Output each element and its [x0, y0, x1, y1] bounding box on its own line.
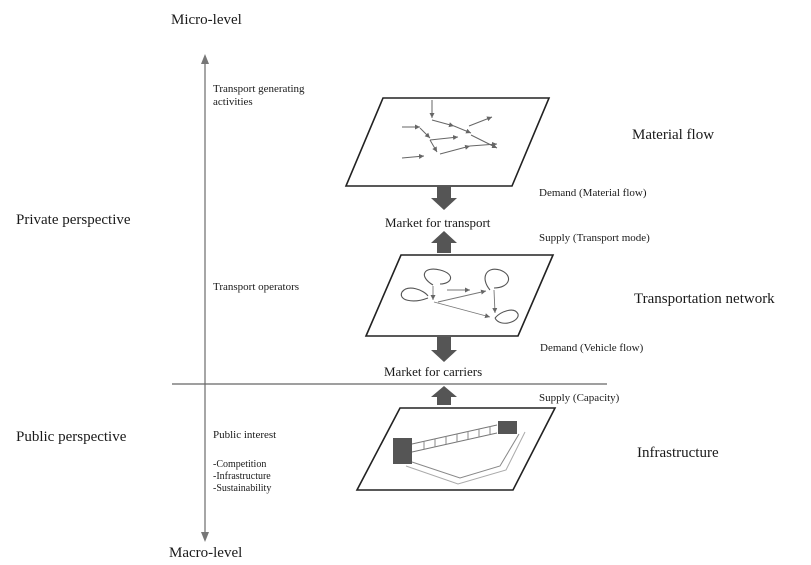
transport-operators-label: Transport operators [213, 281, 300, 293]
public-interest-list: -Competition -Infrastructure -Sustainabi… [213, 459, 271, 495]
material-flow-label: Material flow [632, 127, 715, 143]
supply-capacity-label: Supply (Capacity) [539, 392, 620, 404]
material-flow-plane [344, 97, 551, 187]
flow-arrows [431, 186, 457, 405]
supply-transport-mode-label: Supply (Transport mode) [539, 232, 650, 244]
transportation-network-plane [364, 254, 555, 337]
demand-material-flow-label: Demand (Material flow) [539, 187, 647, 199]
private-perspective-label: Private perspective [16, 212, 131, 228]
market-for-carriers-label: Market for carriers [384, 364, 483, 379]
vertical-axis [201, 54, 209, 542]
public-perspective-label: Public perspective [16, 429, 127, 445]
market-for-transport-label: Market for transport [385, 215, 491, 230]
public-item-sustainability: -Sustainability [213, 483, 272, 494]
public-item-competition: -Competition [213, 459, 267, 470]
infrastructure-label: Infrastructure [637, 445, 719, 461]
micro-level-label: Micro-level [171, 12, 242, 28]
transportation-network-label: Transportation network [634, 291, 775, 307]
public-interest-label: Public interest [213, 429, 277, 441]
public-item-infrastructure: -Infrastructure [213, 471, 271, 482]
demand-vehicle-flow-label: Demand (Vehicle flow) [540, 342, 644, 354]
infrastructure-plane [355, 407, 557, 491]
transport-generating-label: Transport generating activities [213, 83, 305, 108]
macro-level-label: Macro-level [169, 545, 243, 561]
